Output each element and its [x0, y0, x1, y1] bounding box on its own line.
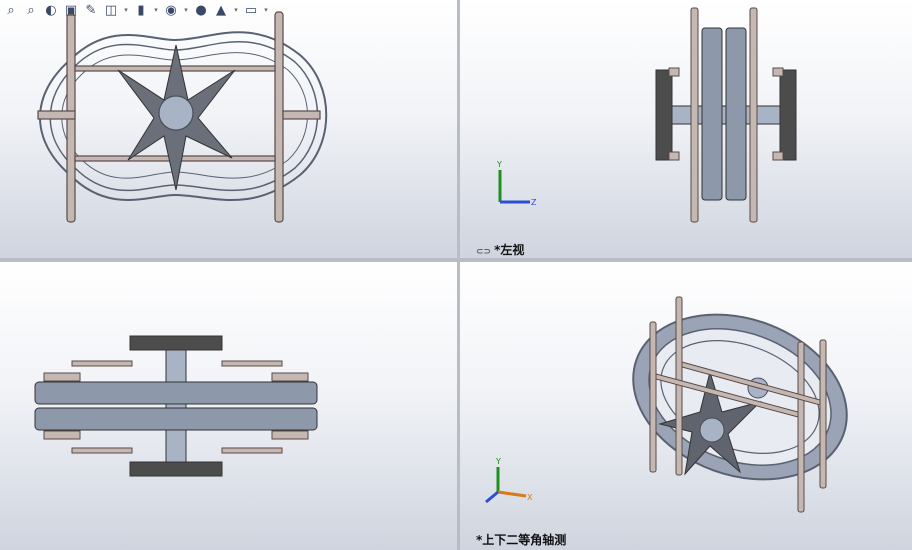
iso-axis-y: Y: [495, 457, 501, 466]
chevron-down-icon[interactable]: ▾: [124, 6, 128, 14]
dynamic-annotation-icon[interactable]: ✎: [85, 2, 97, 18]
front-viewport[interactable]: ⌕ ⌕ ◐ ▣ ✎ ◫ ▾ ▮ ▾ ◉ ▾ ● ▲ ▾ ▭ ▾: [0, 0, 457, 258]
iso-viewport[interactable]: Y X *上下二等角轴测: [460, 262, 912, 550]
view-orientation-icon[interactable]: ◫: [104, 2, 118, 18]
iso-view-label: *上下二等角轴测: [476, 531, 566, 548]
iso-view-name: *上下二等角轴测: [476, 533, 567, 547]
left-axis-z: Z: [531, 198, 537, 207]
left-axis-y: Y: [496, 160, 502, 169]
previous-view-icon[interactable]: ◐: [45, 2, 57, 18]
iso-view-model: Y X: [485, 296, 848, 513]
left-viewport[interactable]: Y Z ⊂⊃*左视: [460, 0, 912, 258]
front-star-hub: [117, 44, 236, 191]
view-settings-icon[interactable]: ▭: [244, 2, 258, 18]
left-view-label: ⊂⊃*左视: [476, 241, 524, 258]
zoom-to-area-icon[interactable]: ⌕: [27, 2, 35, 18]
apply-scene-icon[interactable]: ▲: [216, 2, 226, 18]
iso-axis-x: X: [527, 493, 533, 502]
link-views-icon[interactable]: ⊂⊃: [476, 247, 492, 257]
display-style-icon[interactable]: ▮: [137, 2, 145, 18]
view-toolbar: ⌕ ⌕ ◐ ▣ ✎ ◫ ▾ ▮ ▾ ◉ ▾ ● ▲ ▾ ▭ ▾: [0, 0, 362, 20]
top-view-model: [34, 335, 318, 477]
chevron-down-icon[interactable]: ▾: [264, 6, 268, 14]
front-post-right: [274, 11, 284, 223]
chevron-down-icon[interactable]: ▾: [234, 6, 238, 14]
chevron-down-icon[interactable]: ▾: [184, 6, 188, 14]
section-view-icon[interactable]: ▣: [64, 2, 78, 18]
left-triad: Y Z: [496, 160, 537, 207]
front-view-model: [37, 11, 328, 223]
iso-triad: Y X: [485, 457, 533, 504]
left-view-model: Y Z: [496, 7, 797, 223]
top-viewport[interactable]: [0, 262, 457, 550]
zoom-to-fit-icon[interactable]: ⌕: [7, 2, 15, 18]
hide-show-items-icon[interactable]: ◉: [165, 2, 177, 18]
chevron-down-icon[interactable]: ▾: [154, 6, 158, 14]
edit-appearance-icon[interactable]: ●: [195, 2, 207, 18]
left-view-name: *左视: [494, 243, 525, 257]
